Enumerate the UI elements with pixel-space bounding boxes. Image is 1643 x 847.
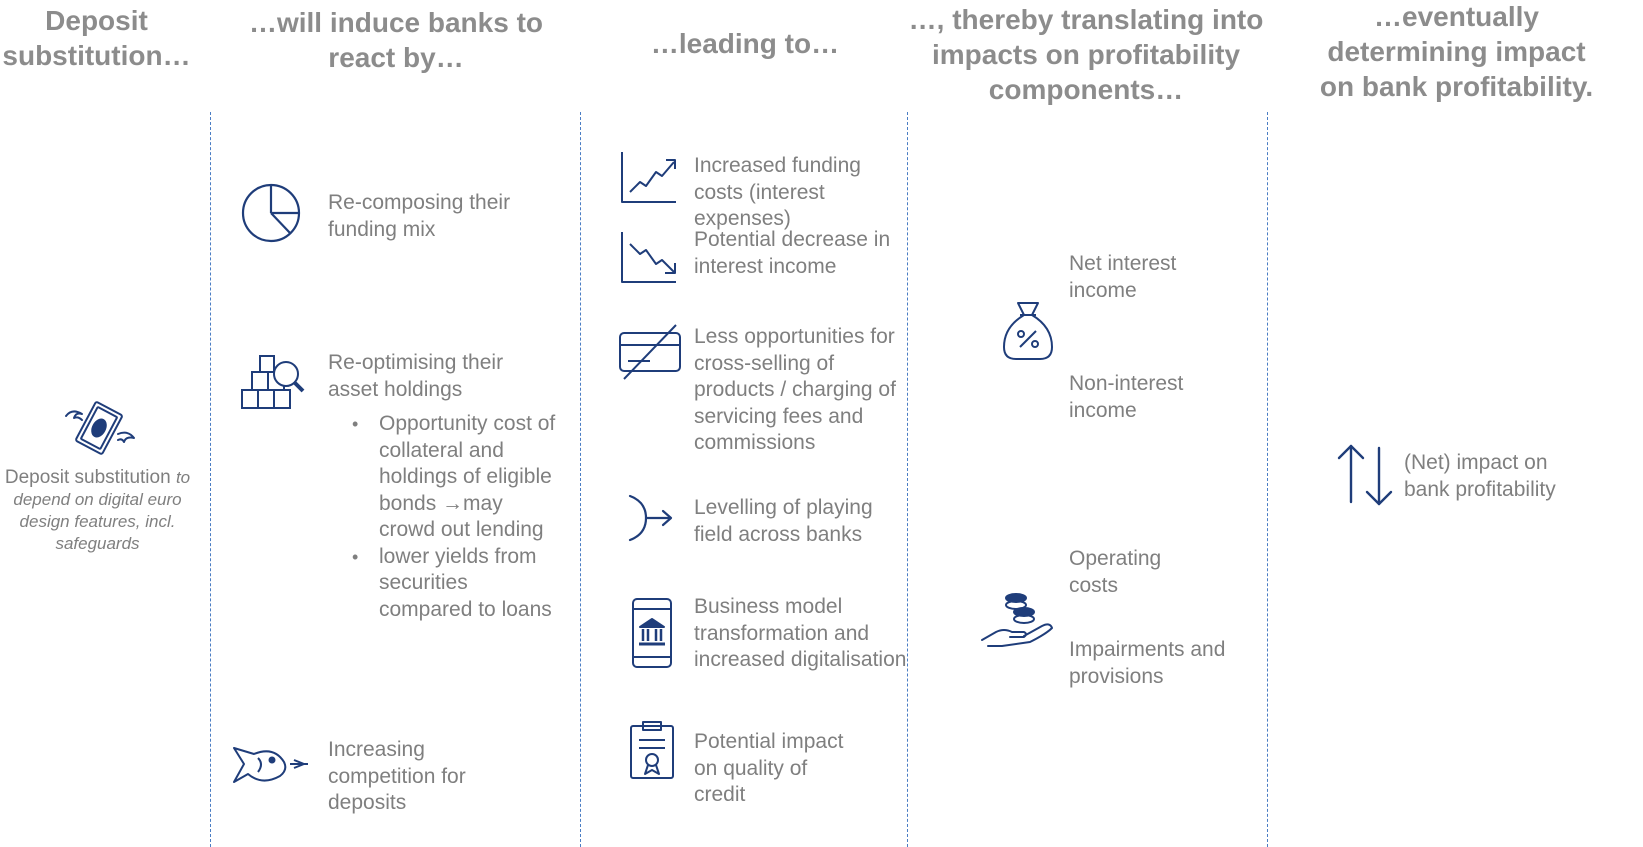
playing-field-text: Levelling of playing field across banks	[694, 496, 873, 546]
flying-money-icon	[64, 394, 136, 456]
column-separator-4	[1267, 112, 1268, 847]
bullet-lower-yields: lower yields from securities compared to…	[352, 544, 555, 624]
deposit-substitution-note: Deposit substitution to depend on digita…	[0, 467, 195, 555]
bullet-opportunity-cost: Opportunity cost of collateral and holdi…	[352, 411, 555, 544]
certificate-icon	[629, 720, 675, 780]
deposit-substitution-condition: to depend on digital euro design feature…	[13, 468, 191, 553]
mobile-bank-icon	[631, 597, 673, 669]
up-down-arrows-icon	[1337, 442, 1393, 508]
header-profitability-components: …, thereby translating into impacts on p…	[908, 4, 1264, 105]
boxes-magnifier-icon	[240, 352, 306, 412]
money-bag-percent-icon	[1000, 301, 1056, 361]
net-impact-text: (Net) impact on bank profitability	[1404, 451, 1556, 501]
funding-costs-text: Increased funding costs (interest expens…	[694, 154, 861, 230]
header-deposit-substitution: Deposit substitution…	[2, 5, 191, 71]
pie-chart-icon	[240, 182, 302, 244]
digitalisation-text: Business model transformation and increa…	[694, 595, 907, 671]
non-interest-income-text: Non-interest income	[1069, 372, 1184, 422]
fish-icon	[232, 742, 310, 788]
impairments-provisions-text: Impairments and provisions	[1069, 638, 1226, 688]
deposit-substitution-label: Deposit substitution	[4, 467, 171, 488]
cross-selling-text: Less opportunities for cross-selling of …	[694, 325, 896, 454]
crossed-card-icon	[618, 323, 682, 381]
funding-mix-text: Re-composing their funding mix	[328, 191, 511, 241]
operating-costs-text: Operating costs	[1069, 547, 1162, 597]
asset-holdings-text: Re-optimising their asset holdings	[328, 351, 504, 401]
header-banks-react: …will induce banks to react by…	[248, 7, 544, 73]
header-bank-profitability: …eventually determining impact on bank p…	[1319, 1, 1594, 102]
header-leading-to: …leading to…	[650, 28, 840, 59]
column-separator-3	[907, 112, 908, 847]
credit-quality-text: Potential impact on quality of credit	[694, 730, 844, 806]
column-separator-2	[580, 112, 581, 847]
chart-up-icon	[620, 150, 678, 206]
chart-down-icon	[620, 230, 678, 286]
competition-deposits-text: Increasing competition for deposits	[328, 738, 466, 814]
asset-holdings-bullets: Opportunity cost of collateral and holdi…	[352, 411, 555, 623]
interest-income-decrease-text: Potential decrease in interest income	[694, 228, 891, 278]
net-interest-income-text: Net interest income	[1069, 252, 1177, 302]
coins-hand-icon	[980, 588, 1054, 646]
column-separator-1	[210, 112, 211, 847]
merge-arrow-icon	[626, 494, 676, 544]
